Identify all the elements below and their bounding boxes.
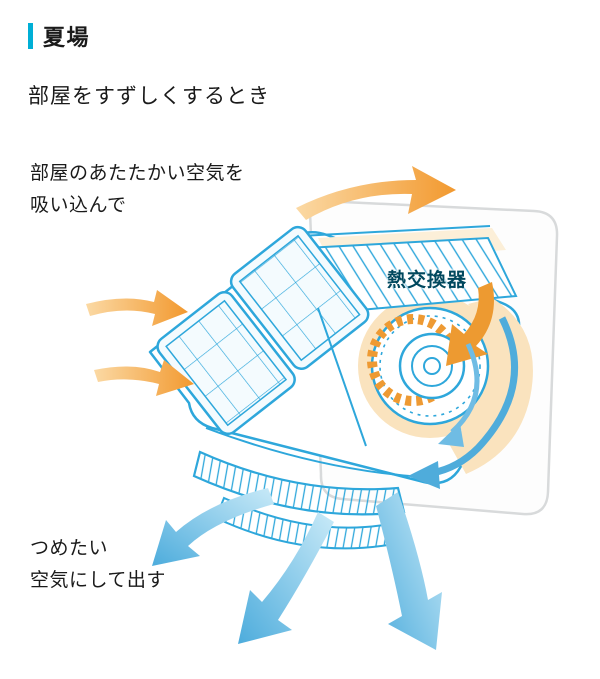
header-accent-bar bbox=[28, 23, 33, 49]
warm-arrow-into-fan bbox=[446, 282, 494, 366]
page-subtitle: 部屋をすずしくするとき bbox=[28, 85, 270, 108]
filter-panels bbox=[156, 225, 370, 436]
section-title: 夏場 bbox=[43, 25, 91, 50]
intake-caption-line1: 部屋のあたたかい空気を bbox=[30, 163, 245, 184]
warm-air-arrows bbox=[86, 166, 494, 396]
section-header: 夏場 bbox=[28, 20, 90, 52]
warm-arrow-top bbox=[296, 166, 456, 220]
warm-arrow-left-2 bbox=[94, 360, 194, 396]
output-caption-line1: つめたい bbox=[30, 538, 109, 559]
cool-arrow-left bbox=[152, 488, 274, 566]
cool-arrow-right bbox=[376, 492, 442, 650]
airflow-arcs bbox=[408, 316, 519, 489]
intake-caption-line2: 吸い込んで bbox=[30, 194, 127, 216]
cool-arrow-middle bbox=[238, 512, 334, 644]
warm-arrow-left-1 bbox=[86, 290, 188, 326]
output-caption: つめたい 空気にして出す bbox=[30, 533, 166, 597]
output-caption-line2: 空気にして出す bbox=[30, 569, 166, 591]
heat-exchanger-label: 熱交換器 bbox=[387, 270, 468, 291]
cool-air-arrows bbox=[152, 488, 442, 650]
body-detail-lines bbox=[205, 307, 423, 478]
intake-caption: 部屋のあたたかい空気を 吸い込んで bbox=[30, 158, 245, 222]
